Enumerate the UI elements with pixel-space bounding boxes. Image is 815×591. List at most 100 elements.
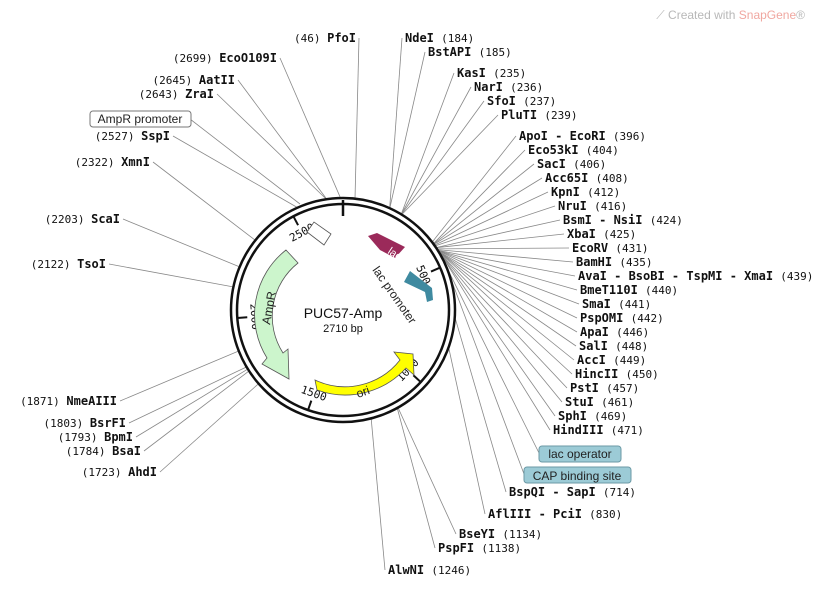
site-label-right[interactable]: ApoI - EcoRI (396) (519, 129, 646, 143)
leader-line (442, 257, 556, 417)
site-name: SphI (558, 409, 594, 423)
site-label-right[interactable]: BmeT110I (440) (580, 283, 678, 297)
site-label-right[interactable]: StuI (461) (565, 395, 634, 409)
site-label-right[interactable]: HindIII (471) (553, 423, 644, 437)
site-label-right[interactable]: HincII (450) (575, 367, 659, 381)
site-label-left[interactable]: (1793) BpmI (58, 430, 133, 444)
site-label-right[interactable]: AlwNI (1246) (388, 563, 471, 577)
site-label-right[interactable]: ApaI (446) (580, 325, 649, 339)
site-label-left[interactable]: (2203) ScaI (45, 212, 120, 226)
site-label-right[interactable]: SphI (469) (558, 409, 627, 423)
site-label-left[interactable]: (1723) AhdI (82, 465, 157, 479)
site-label-left[interactable]: (2322) XmnI (75, 155, 150, 169)
site-label-left[interactable]: (2643) ZraI (139, 87, 214, 101)
site-label-left[interactable]: (1871) NmeAIII (20, 394, 117, 408)
leader-line (439, 250, 576, 277)
leader-line (432, 135, 517, 242)
site-label-left[interactable]: (1784) BsaI (66, 444, 141, 458)
cap-binding-site-box-label: CAP binding site (533, 469, 622, 483)
site-label-right[interactable]: BstAPI (185) (428, 45, 512, 59)
lac-promoter-feature[interactable] (404, 271, 433, 302)
site-name: PspOMI (580, 311, 631, 325)
tick-mark (292, 215, 299, 226)
leader-line (152, 161, 255, 241)
site-position: (1793) (58, 431, 104, 444)
leader-line (401, 100, 485, 214)
site-label-right[interactable]: AflIII - PciI (830) (488, 507, 622, 521)
site-label-right[interactable]: KpnI (412) (551, 185, 620, 199)
ampr-promoter-box[interactable] (89, 110, 192, 128)
leader-line (445, 265, 540, 454)
site-name: AflIII - PciI (488, 507, 589, 521)
site-label-right[interactable]: BspQI - SapI (714) (509, 485, 636, 499)
leader-line (370, 419, 386, 571)
leader-line (122, 218, 239, 267)
site-position: (441) (618, 298, 651, 311)
ampr-promoter-feature[interactable] (306, 221, 332, 246)
site-position: (446) (616, 326, 649, 339)
site-label-left[interactable]: (46) PfoI (294, 31, 356, 45)
site-label-right[interactable]: Acc65I (408) (545, 171, 629, 185)
site-label-right[interactable]: PspOMI (442) (580, 311, 664, 325)
site-name: BsrFI (90, 416, 126, 430)
site-name: AlwNI (388, 563, 431, 577)
site-label-right[interactable]: PspFI (1138) (438, 541, 521, 555)
site-label-right[interactable]: AvaI - BsoBI - TspMI - XmaI (439) (578, 269, 813, 283)
site-position: (471) (611, 424, 644, 437)
cap-binding-site-box[interactable] (523, 466, 632, 484)
leader-line (189, 118, 301, 205)
site-label-right[interactable]: SalI (448) (579, 339, 648, 353)
site-label-right[interactable]: Eco53kI (404) (528, 143, 619, 157)
site-position: (408) (596, 172, 629, 185)
leader-line (119, 350, 238, 402)
leader-line (441, 254, 568, 389)
site-label-left[interactable]: (1803) BsrFI (44, 416, 126, 430)
site-name: AatII (199, 73, 235, 87)
site-label-right[interactable]: NdeI (184) (405, 31, 474, 45)
lacza-feature[interactable] (368, 233, 405, 258)
site-label-right[interactable]: EcoRV (431) (572, 241, 648, 255)
site-label-right[interactable]: XbaI (425) (567, 227, 636, 241)
site-label-left[interactable]: (2527) SspI (95, 129, 170, 143)
site-label-right[interactable]: NruI (416) (558, 199, 627, 213)
leader-line (402, 114, 499, 215)
site-label-left[interactable]: (2699) EcoO109I (173, 51, 277, 65)
site-label-left[interactable]: (2645) AatII (153, 73, 235, 87)
site-label-right[interactable]: SfoI (237) (487, 94, 556, 108)
leader-line (216, 93, 326, 199)
site-label-right[interactable]: BamHI (435) (576, 255, 652, 269)
site-position: (412) (587, 186, 620, 199)
site-name: HincII (575, 367, 626, 381)
site-name: SmaI (582, 297, 618, 311)
leader-line (434, 163, 535, 244)
leader-line (455, 319, 507, 493)
site-name: AccI (577, 353, 613, 367)
site-label-right[interactable]: AccI (449) (577, 353, 646, 367)
ampr-feature[interactable] (254, 249, 299, 380)
ori-feature[interactable] (314, 351, 415, 396)
site-label-right[interactable]: PluTI (239) (501, 108, 577, 122)
tick-mark (237, 316, 248, 319)
leader-line (438, 249, 574, 263)
site-name: PspFI (438, 541, 481, 555)
tick-mark (430, 266, 441, 273)
site-label-right[interactable]: KasI (235) (457, 66, 526, 80)
leader-line (439, 251, 578, 333)
site-label-right[interactable]: NarI (236) (474, 80, 543, 94)
site-label-right[interactable]: BsmI - NsiI (424) (563, 213, 683, 227)
site-label-right[interactable]: PstI (457) (570, 381, 639, 395)
site-position: (714) (603, 486, 636, 499)
leader-line (447, 269, 525, 475)
site-label-right[interactable]: SacI (406) (537, 157, 606, 171)
site-position: (1246) (431, 564, 471, 577)
leader-line (438, 247, 570, 250)
site-name: StuI (565, 395, 601, 409)
site-position: (448) (615, 340, 648, 353)
lac-operator-box-label: lac operator (548, 447, 611, 461)
site-label-left[interactable]: (2122) TsoI (31, 257, 106, 271)
site-name: BstAPI (428, 45, 479, 59)
site-label-right[interactable]: BseYI (1134) (459, 527, 542, 541)
site-label-right[interactable]: SmaI (441) (582, 297, 651, 311)
lac-operator-box[interactable] (538, 445, 622, 463)
